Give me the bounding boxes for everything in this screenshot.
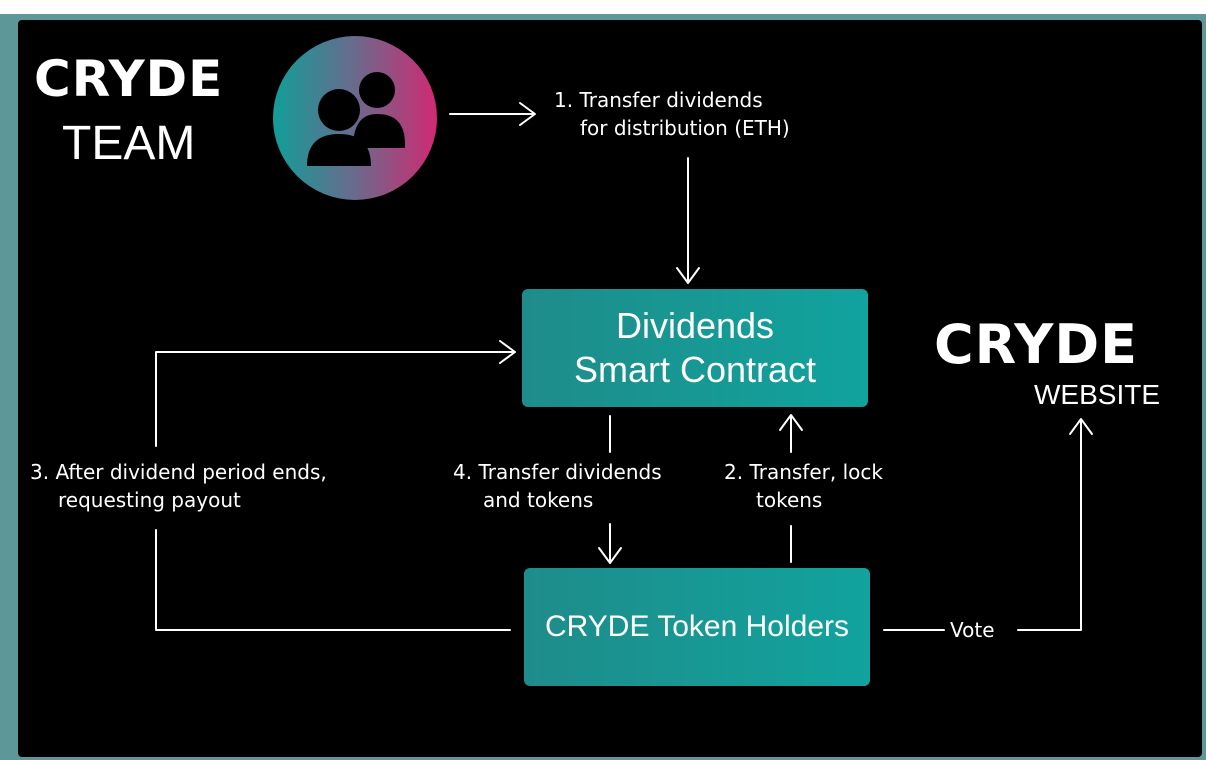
step2-line1: 2. Transfer, lock [724,460,883,484]
vote-label: Vote [950,618,995,642]
step1-line2: for distribution (ETH) [580,116,790,140]
step2-label: 2. Transfer, lock tokens [724,458,883,514]
smart-contract-line1: Dividends [615,305,775,346]
step4-line2: and tokens [483,488,594,512]
team-logo-sub: TEAM [62,117,196,170]
token-holders-label: CRYDE Token Holders [544,610,850,643]
step1-line1: 1. Transfer dividends [554,88,763,112]
step1-label: 1. Transfer dividends for distribution (… [554,86,790,142]
website-logo-sub: WEBSITE [1034,379,1161,410]
step4-label: 4. Transfer dividends and tokens [453,458,662,514]
top-strip [0,0,1206,14]
loop-upper-segment [155,351,515,447]
team-avatar [273,36,437,200]
users-group-icon [307,72,405,166]
smart-contract-box: Dividends Smart Contract [522,289,868,407]
step3-line2: requesting payout [58,488,241,512]
smart-contract-line2: Smart Contract [573,349,817,390]
step4-line1: 4. Transfer dividends [453,460,662,484]
loop-lower-segment [155,529,511,631]
team-logo-brand: CRYDE [34,50,224,108]
step3-label: 3. After dividend period ends, requestin… [30,458,327,514]
vote-line-right [1017,419,1082,631]
website-logo-brand: CRYDE [934,313,1139,376]
token-holders-box: CRYDE Token Holders [524,568,870,686]
step3-line1: 3. After dividend period ends, [30,460,327,484]
step2-line2: tokens [756,488,823,512]
